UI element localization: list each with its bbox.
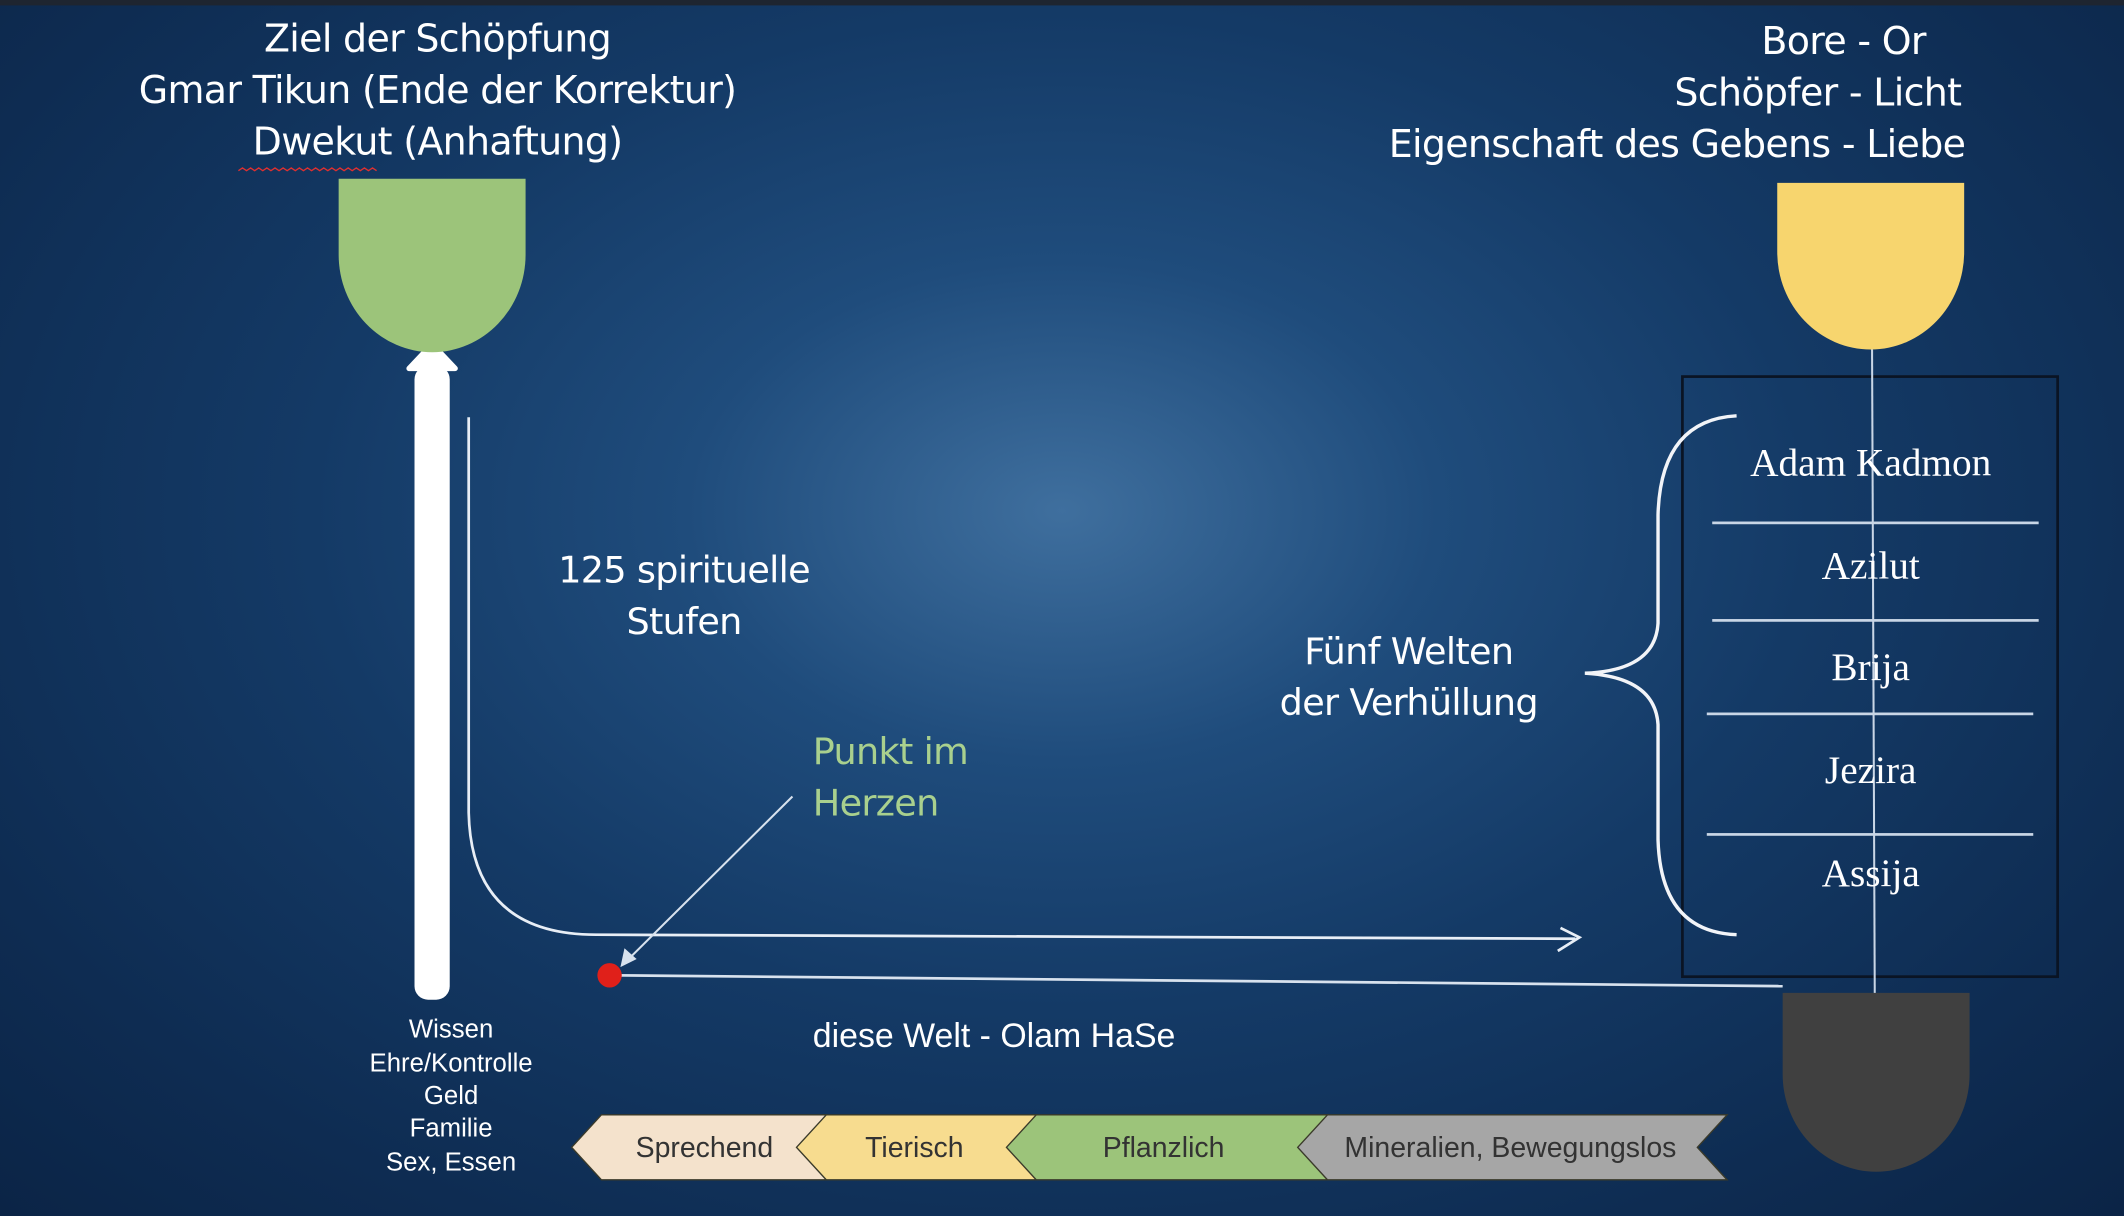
ascent-arrow-shaft — [414, 365, 450, 1000]
right-title-line-1: Bore - Or — [1761, 18, 1926, 64]
point-label-line-2: Herzen — [812, 782, 940, 825]
world-jezira: Jezira — [1824, 749, 1917, 793]
this-world-shield — [1782, 992, 1970, 1172]
desire-sex-essen: Sex, Essen — [385, 1148, 517, 1178]
world-assija: Assija — [1821, 852, 1920, 896]
left-title-line-1: Ziel der Schöpfung — [263, 16, 612, 61]
level-label-tierisch: Tierisch — [865, 1132, 964, 1164]
desire-wissen: Wissen — [408, 1015, 494, 1045]
level-label-sprechend: Sprechend — [636, 1132, 774, 1164]
world-separator — [1712, 619, 2039, 622]
world-brija: Brija — [1831, 646, 1910, 690]
steps-curve — [467, 417, 1583, 953]
world-separator — [1706, 712, 2034, 716]
worlds-label-line-2: der Verhüllung — [1279, 682, 1539, 725]
point-in-heart-dot — [597, 963, 622, 988]
light-line — [1871, 349, 1876, 996]
world-separator — [1706, 833, 2034, 836]
point-label-line-1: Punkt im — [812, 731, 969, 774]
desire-ehre: Ehre/Kontrolle — [369, 1049, 533, 1079]
worlds-label-line-1: Fünf Welten — [1304, 631, 1514, 674]
point-pointer-line — [625, 795, 794, 963]
levels-chevrons: Mineralien, Bewegungslos Pflanzlich Tieris… — [570, 1114, 1729, 1181]
level-label-pflanzlich: Pflanzlich — [1103, 1132, 1225, 1164]
right-title-line-3: Eigenschaft des Gebens - Liebe — [1388, 121, 1966, 167]
goal-shield — [338, 178, 526, 353]
left-title-line-2: Gmar Tikun (Ende der Korrektur) — [138, 67, 737, 113]
ascent-arrow-head — [406, 341, 458, 372]
left-title-line-3: Dwekut (Anhaftung) — [252, 119, 623, 164]
point-pointer-head — [620, 948, 637, 968]
right-title-line-2: Schöpfer - Licht — [1674, 70, 1962, 116]
level-chevron-sprechend — [570, 1114, 828, 1181]
steps-label-line-1: 125 spirituelle — [558, 549, 810, 592]
world-azilut: Azilut — [1821, 544, 1920, 588]
level-label-mineralien: Mineralien, Bewegungslos — [1344, 1132, 1676, 1164]
steps-label-line-2: Stufen — [626, 601, 742, 644]
world-adam-kadmon: Adam Kadmon — [1750, 441, 1992, 485]
creator-shield — [1777, 182, 1965, 350]
worlds-brace — [1584, 414, 1737, 937]
window-top-edge — [0, 0, 2124, 6]
desire-geld: Geld — [423, 1082, 479, 1111]
desire-familie: Familie — [409, 1114, 493, 1144]
this-world-line — [612, 973, 1783, 988]
worlds-box — [1681, 375, 2059, 979]
this-world-label: diese Welt - Olam HaSe — [812, 1017, 1176, 1056]
world-separator — [1712, 521, 2039, 525]
